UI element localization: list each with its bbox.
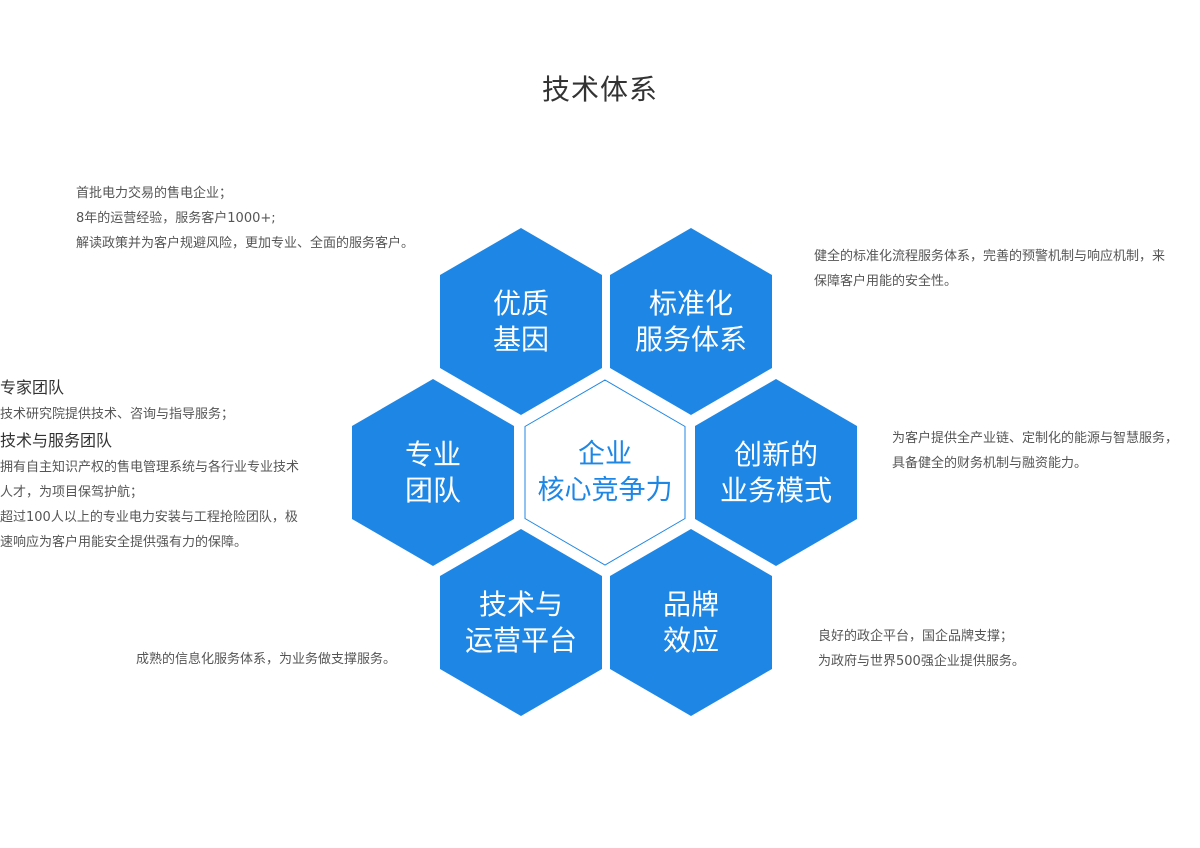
hex-label-line: 团队	[404, 473, 461, 507]
note-line: 良好的政企平台，国企品牌支撑；	[818, 629, 1014, 644]
note-line: 技术研究院提供技术、咨询与指导服务；	[0, 407, 235, 422]
note-quality: 首批电力交易的售电企业； 8年的运营经验，服务客户1000+; 解读政策并为客户…	[76, 181, 414, 256]
note-line: 超过100人以上的专业电力安装与工程抢险团队，极	[0, 510, 298, 525]
note-tech: 成熟的信息化服务体系，为业务做支撑服务。	[136, 647, 396, 672]
hex-core: 企业 核心竞争力	[524, 379, 686, 566]
note-line: 为政府与世界500强企业提供服务。	[818, 654, 1025, 669]
note-line: 保障客户用能的安全性。	[814, 274, 958, 289]
note-innovation: 为客户提供全产业链、定制化的能源与智慧服务， 具备健全的财务机制与融资能力。	[892, 426, 1178, 476]
hex-label-line: 创新的	[733, 437, 818, 471]
hexagon-shape	[440, 228, 602, 415]
hex-label-line: 企业	[578, 438, 632, 470]
hex-team: 专业 团队	[352, 379, 514, 566]
note-standard: 健全的标准化流程服务体系，完善的预警机制与响应机制，来 保障客户用能的安全性。	[814, 244, 1165, 294]
hex-brand: 品牌 效应	[610, 529, 772, 716]
hex-label-line: 品牌	[662, 587, 719, 621]
note-line: 8年的运营经验，服务客户1000+;	[76, 211, 276, 226]
hex-label-line: 核心竞争力	[537, 474, 673, 506]
hex-label-line: 基因	[492, 322, 549, 356]
hexagon-shape	[610, 228, 772, 415]
hex-innovation: 创新的 业务模式	[695, 379, 857, 566]
note-heading: 技术与服务团队	[0, 431, 113, 450]
hex-quality: 优质 基因	[440, 228, 602, 415]
note-line: 成熟的信息化服务体系，为业务做支撑服务。	[136, 652, 397, 667]
hex-label-line: 技术与	[478, 587, 563, 621]
note-line: 解读政策并为客户规避风险，更加专业、全面的服务客户。	[76, 236, 415, 251]
note-line: 健全的标准化流程服务体系，完善的预警机制与响应机制，来	[814, 249, 1166, 264]
hexagon-shape	[610, 529, 772, 716]
hexagon-outline	[524, 379, 686, 566]
hex-label-line: 业务模式	[719, 473, 832, 507]
note-team: 专家团队 技术研究院提供技术、咨询与指导服务； 技术与服务团队 拥有自主知识产权…	[0, 374, 299, 555]
hex-label-line: 优质	[492, 286, 549, 320]
hex-label-line: 运营平台	[464, 623, 577, 657]
hex-label-line: 专业	[404, 437, 461, 471]
note-line: 为客户提供全产业链、定制化的能源与智慧服务，	[892, 431, 1179, 446]
hex-label-line: 标准化	[648, 286, 733, 320]
note-line: 速响应为客户用能安全提供强有力的保障。	[0, 535, 248, 550]
hexagon-shape	[352, 379, 514, 566]
note-brand: 良好的政企平台，国企品牌支撑； 为政府与世界500强企业提供服务。	[818, 624, 1025, 674]
note-line: 拥有自主知识产权的售电管理系统与各行业专业技术	[0, 460, 300, 475]
hex-standard: 标准化 服务体系	[610, 228, 772, 415]
hex-label-line: 服务体系	[634, 322, 747, 356]
hex-tech: 技术与 运营平台	[440, 529, 602, 716]
note-line: 人才，为项目保驾护航；	[0, 485, 144, 500]
hexagon-shape	[440, 529, 602, 716]
hexagon-shape	[695, 379, 857, 566]
note-heading: 专家团队	[0, 378, 65, 397]
note-line: 首批电力交易的售电企业；	[76, 186, 233, 201]
hex-label-line: 效应	[662, 623, 719, 657]
note-line: 具备健全的财务机制与融资能力。	[892, 456, 1088, 471]
page-title: 技术体系	[541, 73, 658, 106]
